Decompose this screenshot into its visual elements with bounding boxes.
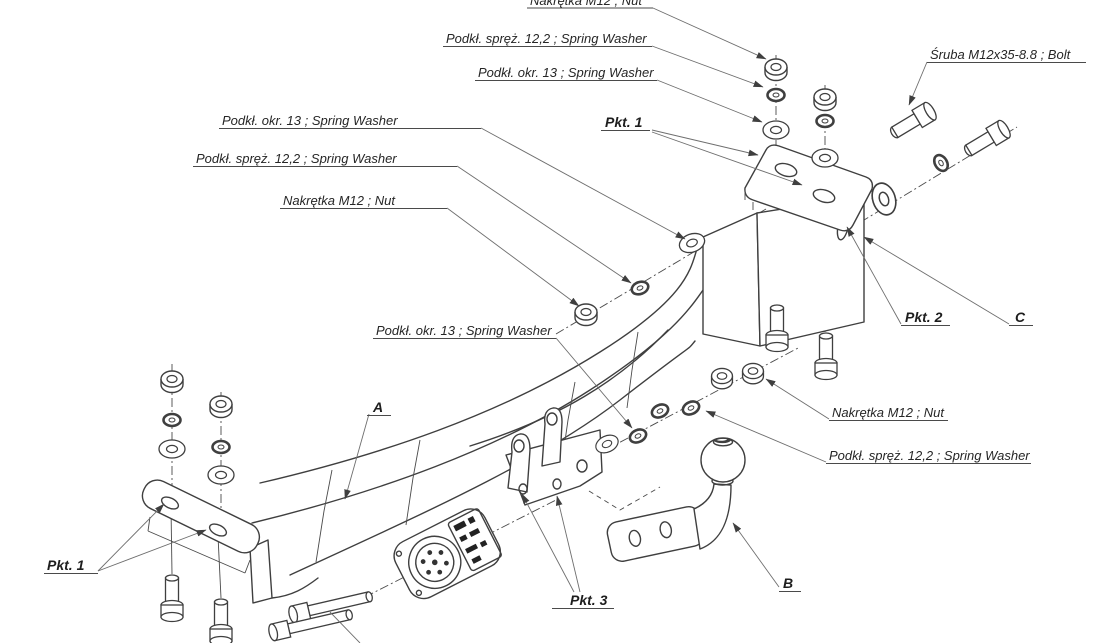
callout-nut-left: Nakrętka M12 ; Nut [283,193,396,208]
callout-spring-washer-left: Podkł. spręż. 12,2 ; Spring Washer [196,151,397,166]
flat-washer-part [158,439,186,459]
spring-washer-part [162,412,182,428]
callout-pkt2: Pkt. 2 [905,309,943,325]
callout-pkt1-top: Pkt. 1 [605,114,643,130]
bolt-part [886,99,940,144]
right-end-bracket [702,144,874,347]
fastener-stacks [158,58,1014,643]
callout-nut-right: Nakrętka M12 ; Nut [832,405,945,420]
spring-washer-part [930,151,952,175]
socket-plate [393,508,502,600]
callout-nut-top: Nakrętka M12 ; Nut [530,0,643,8]
callout-part-b: B [783,575,793,591]
left-end-bracket [141,479,319,604]
callout-bolt-right: Śruba M12x35-8.8 ; Bolt [930,47,1072,62]
nut-part [764,58,788,82]
nut-part [160,370,184,394]
callout-pkt3: Pkt. 3 [570,592,608,608]
spring-washer-part [766,87,786,103]
flat-washer-part [811,148,839,168]
callout-labels: Nakrętka M12 ; Nut Podkł. spręż. 12,2 ; … [44,0,1086,609]
flat-washer-part [762,120,790,140]
nut-part [741,362,765,385]
callout-pkt1-bottom: Pkt. 1 [47,557,85,573]
spring-washer-part [211,439,231,455]
callout-flat-washer-top: Podkł. okr. 13 ; Spring Washer [478,65,654,80]
callout-spring-washer-right: Podkł. spręż. 12,2 ; Spring Washer [829,448,1030,463]
center-lines [170,55,1018,599]
bolt-part [160,574,184,623]
spring-washer-part [626,425,650,447]
flat-washer-part [207,465,235,485]
tow-ball [606,437,746,562]
callout-flat-washer-left: Podkł. okr. 13 ; Spring Washer [222,113,398,128]
spring-washer-part [628,278,652,298]
bolt-part [209,598,233,643]
callout-spring-washer-top: Podkł. spręż. 12,2 ; Spring Washer [446,31,647,46]
callout-part-c: C [1015,309,1026,325]
spring-washer-part [679,397,703,419]
bolt-part [960,117,1014,162]
spring-washer-part [815,113,835,129]
nut-part [813,88,837,112]
nut-part [209,395,233,419]
leader-lines [97,7,1010,643]
nut-part [710,367,734,390]
nut-part [574,303,598,327]
bolt-part [814,332,838,381]
callout-part-a: A [372,399,383,415]
callout-flat-washer-mid: Podkł. okr. 13 ; Spring Washer [376,323,552,338]
ball-mount-bracket [505,407,603,506]
